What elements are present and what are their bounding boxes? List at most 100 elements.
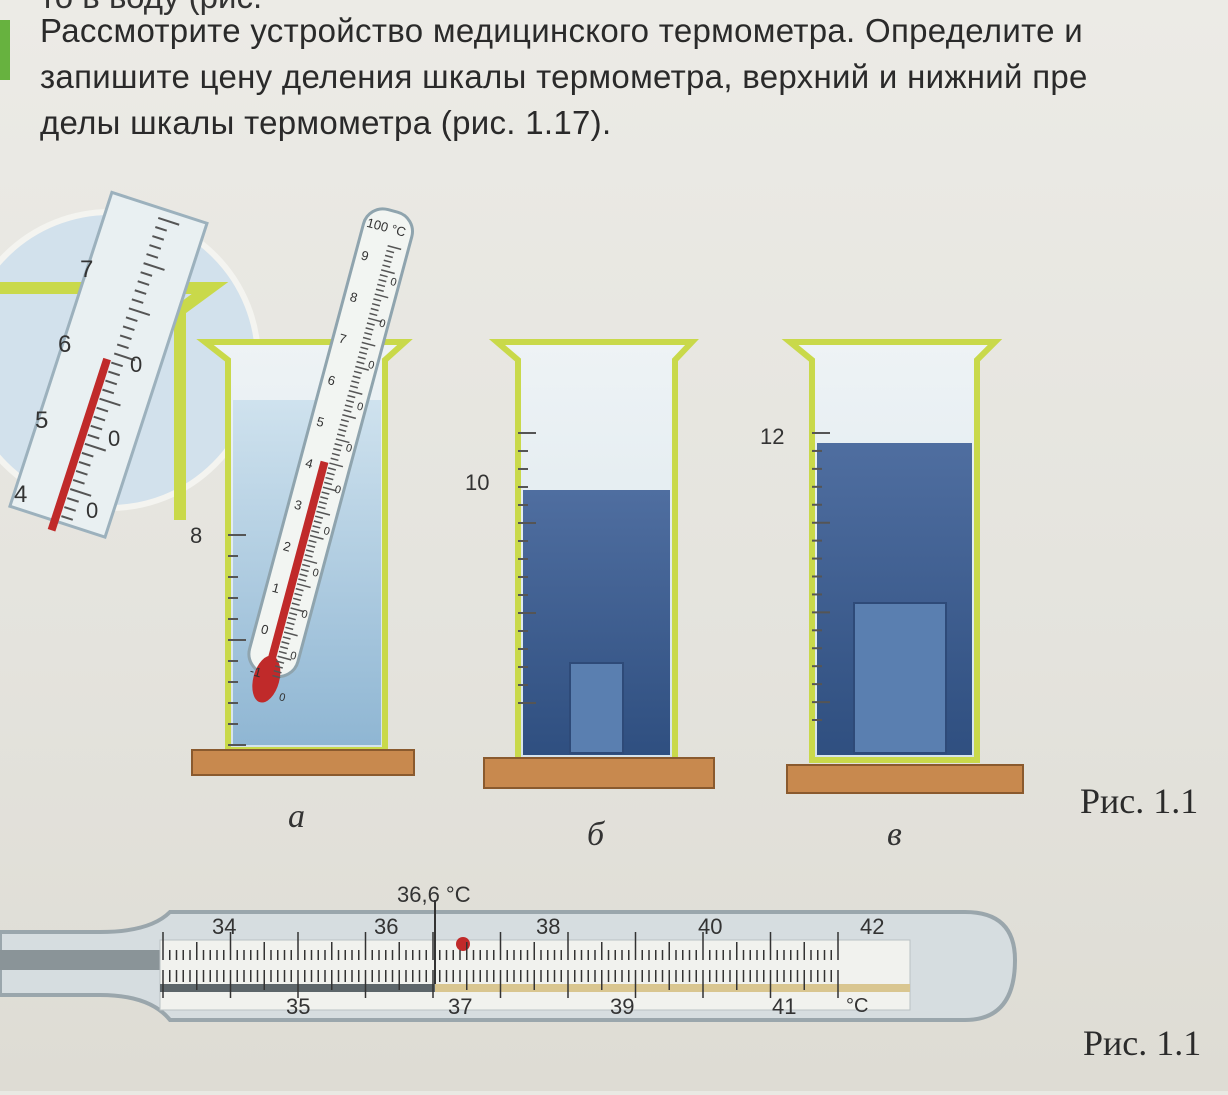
lab-thermometer-zero: 0 [311,567,320,580]
lab-thermometer-tick [321,491,330,495]
zoom-right-label-3: 0 [86,498,98,523]
lab-thermometer-tick [362,336,371,341]
zoom-tick [108,370,121,377]
zoom-tick [66,497,79,503]
lab-thermometer-label: 4 [304,455,315,471]
lab-thermometer-tick [289,612,298,616]
lab-thermometer-tick [338,428,347,433]
zoom-tick [78,460,91,467]
task-marker [0,20,10,80]
lab-thermometer-tick [342,414,357,420]
zoom-tick [113,352,136,362]
lab-thermometer-tick [280,645,289,650]
beaker-v: 12 [760,339,1024,794]
lab-thermometer-tick [339,423,348,428]
lab-thermometer-label: 9 [359,248,370,264]
lab-thermometer-zero: 0 [389,276,398,289]
lab-thermometer-tick [334,443,343,447]
lab-thermometer-tick [371,302,381,307]
lab-thermometer-tick [294,592,303,597]
beaker-b: 10 [465,339,715,789]
lab-thermometer-tick [311,529,320,534]
lab-thermometer-zero: 0 [344,442,353,455]
lab-thermometer-tick [331,452,340,457]
lab-thermometer-tick [377,283,386,288]
lab-thermometer-tick [307,544,316,548]
task-line-3: делы шкалы термометра (рис. 1.17). [40,104,612,141]
zoom-tick [61,515,74,521]
lab-thermometer-tick [283,631,298,637]
lab-thermometer-tick [300,568,309,573]
beaker-a-mark-label: 8 [190,523,202,548]
lab-thermometer-tick [374,293,389,299]
zoom-tick [140,271,153,277]
lab-thermometer-tick [356,360,365,365]
lab-thermometer-tick [303,558,318,565]
zoom-label-6: 6 [58,331,71,358]
lab-thermometer-label: 8 [348,289,359,305]
zoom-tick [84,442,107,452]
lab-thermometer-tick [353,370,362,375]
lab-thermometer-tick [278,650,287,655]
lab-thermometer-tick [295,587,304,592]
zoom-tick [102,388,115,395]
zoom-tick [149,244,162,250]
lab-thermometer-tick [357,356,366,360]
zoom-right-label-1: 0 [130,352,142,377]
lab-thermometer-tick [286,621,295,626]
lab-thermometer-tick [308,539,317,544]
lab-thermometer-label: 6 [326,372,337,388]
zoom-tick [125,316,138,323]
zoom-tick [128,307,151,317]
lab-thermometer-zero: 0 [278,691,287,704]
lab-thermometer-label: 1 [270,580,281,596]
lab-thermometer-tick [382,264,391,268]
lab-thermometer-label: 7 [337,331,348,347]
lab-thermometer-tick [320,496,329,500]
zoom-right-label-2: 0 [108,426,120,451]
lab-thermometer-tick [379,273,388,278]
lab-thermometer-zero: 0 [355,401,364,414]
lab-thermometer-tick [386,249,395,254]
beaker-a-letter: а [288,798,305,835]
lab-thermometer-tick [347,394,356,399]
lab-thermometer-zero: 0 [322,525,331,538]
zoom-tick [75,469,88,476]
lab-thermometer-tick [292,597,302,602]
med-bottom-label: 35 [286,994,310,1019]
zoom-tick [72,479,85,485]
zoom-tick [90,424,103,431]
lab-thermometer-tick [274,665,283,669]
zoom-tick [105,379,118,386]
lab-thermometer-tick [384,254,393,259]
lab-thermometer-tick [336,433,346,437]
lab-thermometer-tick [296,583,311,589]
lab-thermometer-zero: 0 [300,608,309,621]
unit-label: °C [846,995,868,1017]
zoom-tick [155,226,168,232]
lab-thermometer-tick [358,351,368,355]
zoom-tick [64,506,77,512]
lab-thermometer-tick [375,288,384,293]
zoom-tick [116,343,129,350]
lab-thermometer-tick [290,607,305,613]
lab-thermometer-zero: 0 [333,484,342,497]
lab-thermometer-tick [365,327,374,331]
lab-thermometer-tick [312,525,321,529]
med-top-label: 36 [374,914,398,939]
zoom-label-7: 7 [80,256,93,283]
lab-thermometer-tick [349,385,359,389]
lab-thermometer-tick [287,616,296,621]
lab-thermometer-tick [298,578,307,582]
zoom-tick [157,217,180,226]
med-top-label: 34 [212,914,236,939]
reading-label: 36,6 °C [397,882,471,907]
lab-thermometer-tick [383,259,392,264]
zoom-tick [131,298,144,304]
lab-thermometer-label: 3 [293,497,304,513]
zoom-tick [152,235,165,241]
figure-drawing: 7 6 5 4 0 0 0 8 100 [0,190,1024,1022]
lab-thermometer-tick [370,307,379,312]
